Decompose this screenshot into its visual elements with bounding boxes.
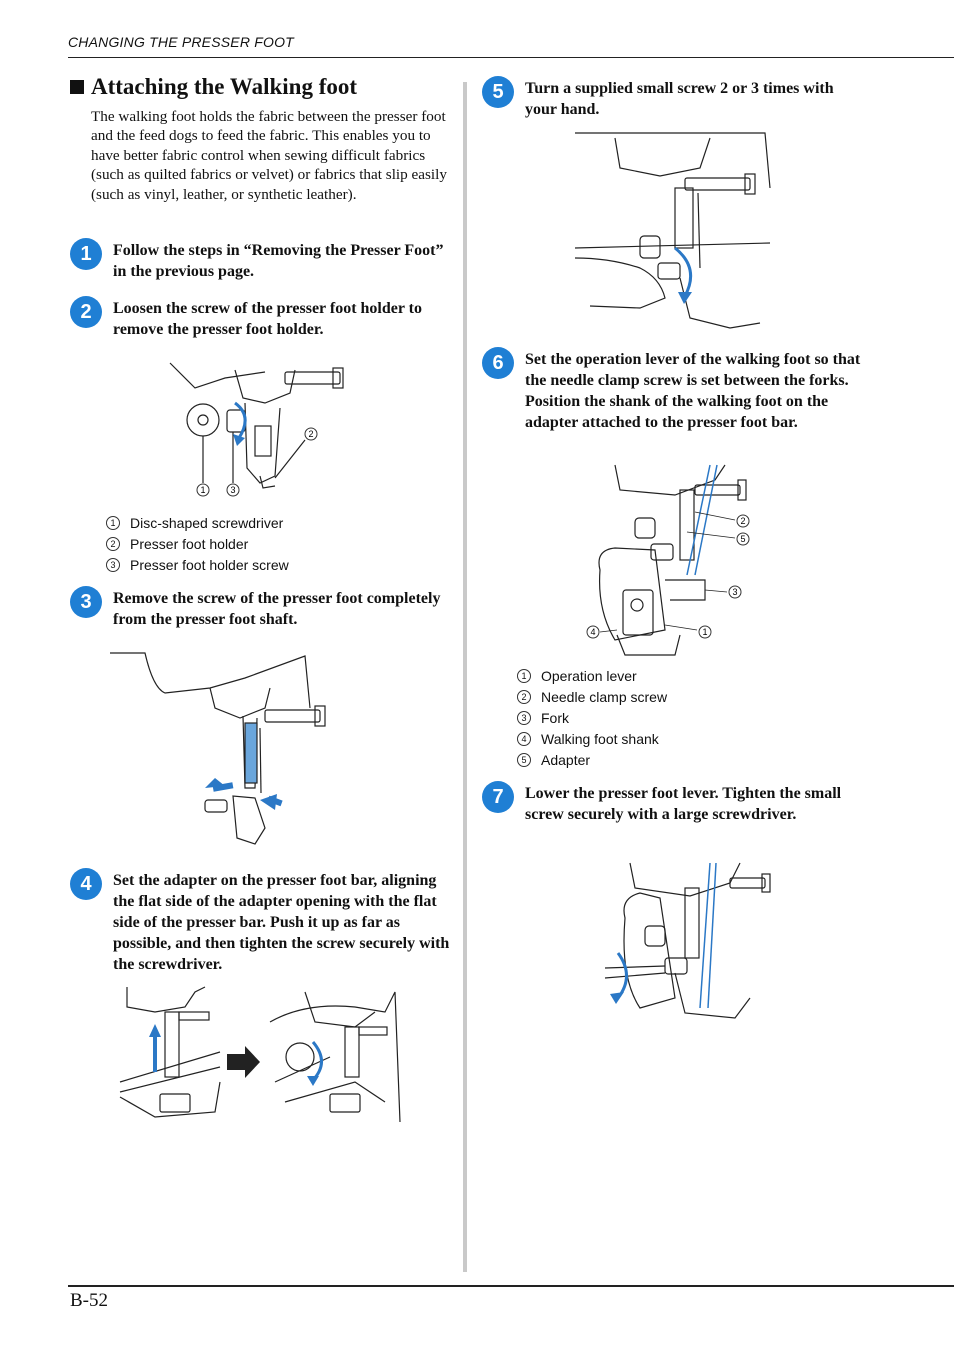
step-2-text: Loosen the screw of the presser foot hol… xyxy=(113,300,422,338)
running-header: CHANGING THE PRESSER FOOT xyxy=(68,34,294,50)
svg-text:3: 3 xyxy=(230,485,235,495)
column-divider xyxy=(463,82,467,1272)
section-title: Attaching the Walking foot xyxy=(70,74,357,100)
step-5: 5 Turn a supplied small screw 2 or 3 tim… xyxy=(482,76,862,120)
step-3-text: Remove the screw of the presser foot com… xyxy=(113,590,441,628)
step-2: 2 Loosen the screw of the presser foot h… xyxy=(70,296,455,340)
step-number-badge: 1 xyxy=(70,238,102,270)
step-6: 6 Set the operation lever of the walking… xyxy=(482,347,862,433)
step-5-text: Turn a supplied small screw 2 or 3 times… xyxy=(525,80,834,118)
page-number: B-52 xyxy=(70,1290,108,1311)
footer-rule xyxy=(68,1285,954,1287)
section-title-text: Attaching the Walking foot xyxy=(91,74,358,99)
step-1-text: Follow the steps in “Removing the Presse… xyxy=(113,242,444,280)
step-4-text: Set the adapter on the presser foot bar,… xyxy=(113,872,450,973)
step-number-badge: 5 xyxy=(482,76,514,108)
header-rule xyxy=(68,57,954,58)
step-6-text: Set the operation lever of the walking f… xyxy=(525,351,861,431)
svg-text:2: 2 xyxy=(740,516,745,526)
svg-text:3: 3 xyxy=(732,587,737,597)
svg-text:1: 1 xyxy=(200,485,205,495)
step-7: 7 Lower the presser foot lever. Tighten … xyxy=(482,781,862,825)
step-number-badge: 2 xyxy=(70,296,102,328)
step-3: 3 Remove the screw of the presser foot c… xyxy=(70,586,455,630)
figure-tighten-screw xyxy=(604,862,771,1019)
step-number-badge: 7 xyxy=(482,781,514,813)
svg-text:4: 4 xyxy=(590,627,595,637)
figure-remove-holder: 1 3 2 xyxy=(169,362,344,497)
figure-set-adapter xyxy=(119,986,401,1122)
step-1: 1 Follow the steps in “Removing the Pres… xyxy=(70,238,455,282)
svg-text:2: 2 xyxy=(308,429,313,439)
intro-paragraph: The walking foot holds the fabric betwee… xyxy=(91,108,447,203)
square-bullet-icon xyxy=(70,80,84,94)
step-4: 4 Set the adapter on the presser foot ba… xyxy=(70,868,455,975)
figure-position-walking-foot: 2 5 3 4 1 xyxy=(586,464,750,656)
step-7-text: Lower the presser foot lever. Tighten th… xyxy=(525,785,842,823)
svg-text:1: 1 xyxy=(702,627,707,637)
step-number-badge: 3 xyxy=(70,586,102,618)
figure-remove-screw xyxy=(110,652,326,845)
svg-text:5: 5 xyxy=(740,534,745,544)
step-number-badge: 4 xyxy=(70,868,102,900)
figure-turn-screw xyxy=(574,132,771,329)
step-number-badge: 6 xyxy=(482,347,514,379)
